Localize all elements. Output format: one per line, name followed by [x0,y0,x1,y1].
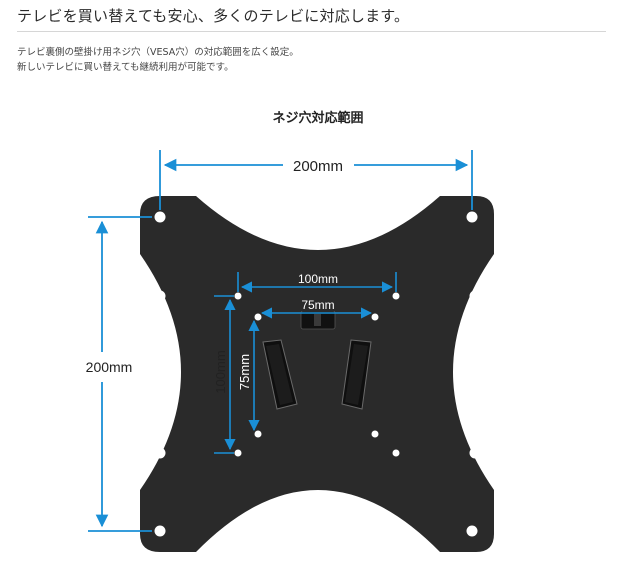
hole-inner-top-left [254,313,262,321]
hole-mid-bottom-right [392,449,400,457]
hole-inner-bottom-left [254,430,262,438]
hole-outer-top-right [466,211,478,223]
hole-side-upper-right [469,290,481,302]
hole-inner-top-right [371,313,379,321]
label-inner-width-bg [296,298,340,311]
description-line-2: 新しいテレビに買い替えても継続利用が可能です。 [17,62,234,73]
description-line-1: テレビ裏側の壁掛け用ネジ穴（VESA穴）の対応範囲を広く設定。 [17,47,299,58]
dimension-mid-height [214,295,236,454]
slot-brackets [262,339,372,410]
label-mid-height: 100mm [213,350,228,393]
description: テレビ裏側の壁掛け用ネジ穴（VESA穴）の対応範囲を広く設定。 新しいテレビに買… [17,45,299,75]
hole-mid-top-left [234,292,242,300]
heading-divider [17,31,606,32]
hole-mid-top-right [392,292,400,300]
hole-side-lower-left [154,447,166,459]
dimension-outer-height [88,216,152,532]
hole-side-upper-left [154,290,166,302]
hole-mid-bottom-left [234,449,242,457]
hole-inner-bottom-right [371,430,379,438]
diagram-title: ネジ穴対応範囲 [272,110,363,125]
label-outer-width: 200mm [293,158,343,175]
label-inner-height: 75mm [237,354,252,390]
dimension-outer-width [159,150,473,210]
hole-outer-bottom-left [154,525,166,537]
outer-holes [154,211,481,537]
hole-outer-bottom-right [466,525,478,537]
hole-side-lower-right [469,447,481,459]
mounting-plate [140,196,494,552]
dimension-mid-width [237,272,397,293]
inner-holes [254,313,379,438]
label-outer-height: 200mm [86,359,133,375]
label-inner-width: 75mm [301,298,334,312]
label-mid-width-bg [288,271,348,285]
page-heading: テレビを買い替えても安心、多くのテレビに対応します。 [17,7,410,25]
label-mid-width: 100mm [298,272,338,286]
hole-outer-top-left [154,211,166,223]
mid-holes [234,292,400,457]
